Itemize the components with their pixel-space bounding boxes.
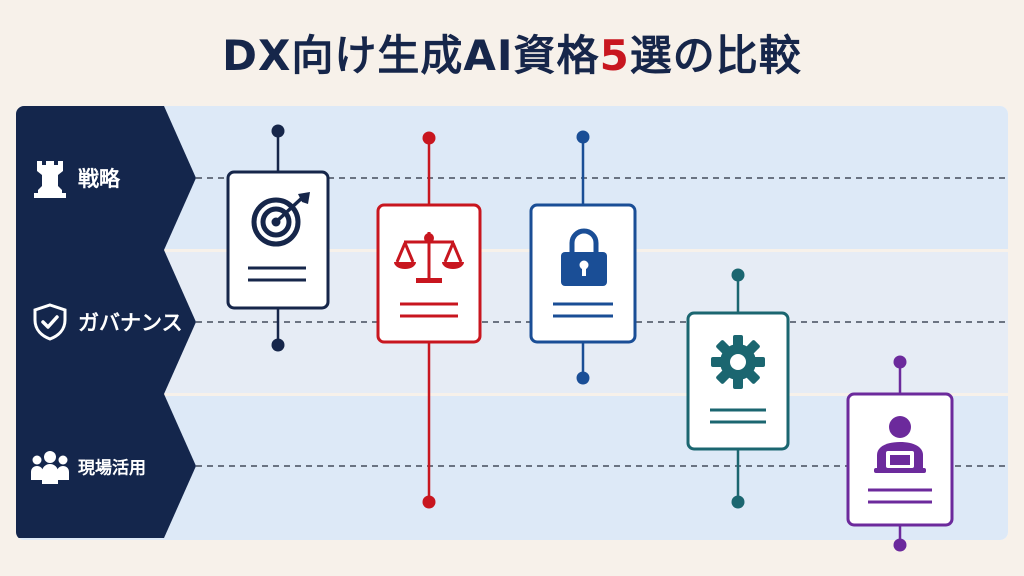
shield-check-icon (33, 303, 67, 341)
row-separator (16, 249, 1008, 252)
cert-card-5 (846, 355, 954, 552)
padlock-icon (561, 228, 607, 286)
cert-card-4 (686, 268, 790, 509)
cert-card-2 (376, 131, 482, 509)
cert-card-1 (226, 124, 330, 352)
person-laptop-icon (874, 416, 926, 473)
chess-rook-icon (34, 161, 66, 198)
title-main: DX向け生成AI資格 (222, 31, 600, 80)
row-separator (16, 393, 1008, 396)
gear-icon (711, 335, 765, 389)
title-suffix: 選の比較 (629, 31, 802, 80)
range-endpoint (576, 130, 590, 144)
comparison-panel: 戦略 ガバナンス 現場活用 (16, 106, 1008, 540)
row-label-governance: ガバナンス (16, 250, 196, 394)
range-endpoint (271, 124, 285, 138)
range-endpoint (731, 268, 745, 282)
title-number: 5 (599, 31, 630, 80)
range-endpoint (271, 338, 285, 352)
page-title: DX向け生成AI資格5選の比較 (0, 22, 1024, 83)
row-label-text: ガバナンス (78, 311, 183, 335)
range-endpoint (893, 538, 907, 552)
row-label-strategy: 戦略 (16, 106, 196, 250)
cert-card-3 (529, 130, 637, 385)
balance-scale-icon (394, 232, 464, 283)
cert-card-frame (226, 170, 330, 310)
people-group-icon (31, 451, 69, 484)
row-label-text: 現場活用 (78, 458, 146, 479)
range-endpoint (576, 371, 590, 385)
row-label-field-use: 現場活用 (16, 394, 196, 538)
range-endpoint (422, 131, 436, 145)
target-arrow-icon (251, 192, 310, 247)
range-endpoint (893, 355, 907, 369)
row-label-text: 戦略 (78, 167, 120, 191)
range-endpoint (422, 495, 436, 509)
range-endpoint (731, 495, 745, 509)
